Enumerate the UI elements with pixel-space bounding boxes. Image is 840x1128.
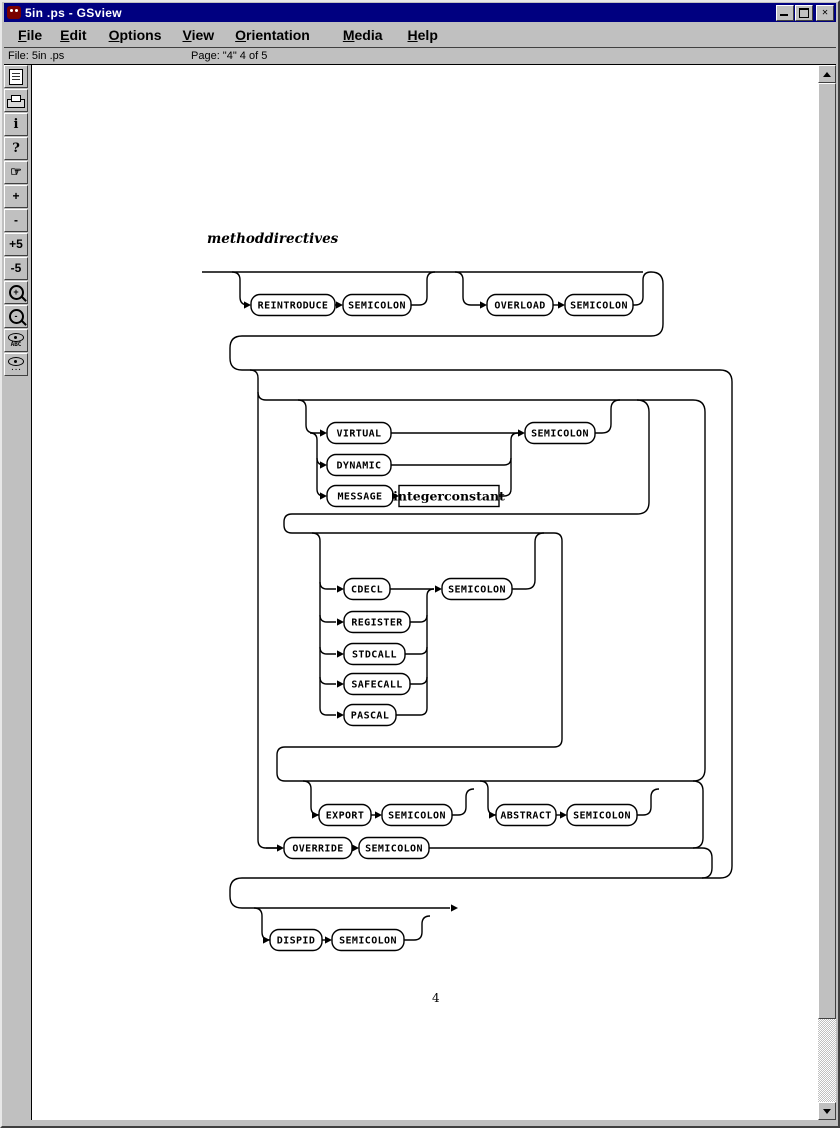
- previous-page-button[interactable]: -: [4, 209, 28, 232]
- open-file-button[interactable]: [4, 65, 28, 88]
- info-button[interactable]: i: [4, 113, 28, 136]
- document-icon: [9, 68, 23, 85]
- minus-icon: -: [14, 213, 18, 227]
- forward-5-pages-button[interactable]: +5: [4, 233, 28, 256]
- printer-icon: [7, 95, 25, 108]
- document-page: [32, 65, 821, 1124]
- status-page-label: Page: "4" 4 of 5: [191, 50, 268, 62]
- menu-item-media[interactable]: Media: [342, 27, 383, 43]
- window-bottom-border: [4, 1120, 836, 1126]
- magnifier-plus-icon: +: [8, 285, 24, 300]
- text-extract-button[interactable]: ABC: [4, 329, 28, 352]
- gsview-app-icon: [7, 6, 21, 19]
- menu-item-file[interactable]: File: [18, 27, 43, 43]
- plus-icon: +: [12, 189, 20, 203]
- close-button[interactable]: ✕: [816, 4, 834, 21]
- minus-five-icon: -5: [10, 261, 22, 275]
- close-icon: ✕: [821, 6, 829, 18]
- maximize-icon: [799, 7, 809, 18]
- menu-bar: File Edit Options View Orientation Media Help: [4, 23, 836, 48]
- menu-item-view[interactable]: View: [182, 27, 215, 43]
- minimize-button[interactable]: [776, 4, 794, 21]
- zoom-in-button[interactable]: +: [4, 281, 28, 304]
- title-bar[interactable]: 5in .ps - GSview ✕: [4, 3, 836, 22]
- info-icon: i: [13, 117, 19, 132]
- vertical-scrollbar[interactable]: [818, 65, 836, 1120]
- plus-five-icon: +5: [9, 237, 23, 251]
- maximize-button[interactable]: [795, 4, 813, 21]
- scroll-up-arrow-icon: [823, 71, 831, 77]
- menu-item-help[interactable]: Help: [407, 27, 438, 43]
- eye-dots-icon: [8, 357, 24, 366]
- print-button[interactable]: [4, 89, 28, 112]
- status-file-label: File: 5in .ps: [8, 50, 65, 62]
- zoom-out-button[interactable]: -: [4, 305, 28, 328]
- help-button[interactable]: ?: [4, 137, 28, 160]
- magnifier-minus-icon: -: [8, 309, 24, 324]
- scroll-down-button[interactable]: [818, 1102, 836, 1120]
- goto-page-button[interactable]: ☞: [4, 161, 28, 184]
- menu-item-options[interactable]: Options: [108, 27, 162, 43]
- window-title: 5in .ps - GSview: [25, 5, 122, 20]
- next-page-button[interactable]: +: [4, 185, 28, 208]
- pointing-hand-icon: ☞: [10, 165, 22, 180]
- eye-abc-icon: [8, 333, 24, 342]
- minimize-icon: [780, 13, 788, 16]
- status-bar: File: 5in .ps Page: "4" 4 of 5: [4, 48, 836, 65]
- scroll-up-button[interactable]: [818, 65, 836, 83]
- menu-item-orientation[interactable]: Orientation: [235, 27, 310, 43]
- menu-item-edit[interactable]: Edit: [60, 27, 87, 43]
- back-5-pages-button[interactable]: -5: [4, 257, 28, 280]
- toolbar: i? ☞ + - +5 -5 + - ABC...: [4, 65, 32, 1120]
- display-settings-button[interactable]: ...: [4, 353, 28, 376]
- question-mark-icon: ?: [12, 141, 20, 156]
- scroll-down-arrow-icon: [823, 1108, 831, 1114]
- scrollbar-thumb[interactable]: [818, 83, 836, 1019]
